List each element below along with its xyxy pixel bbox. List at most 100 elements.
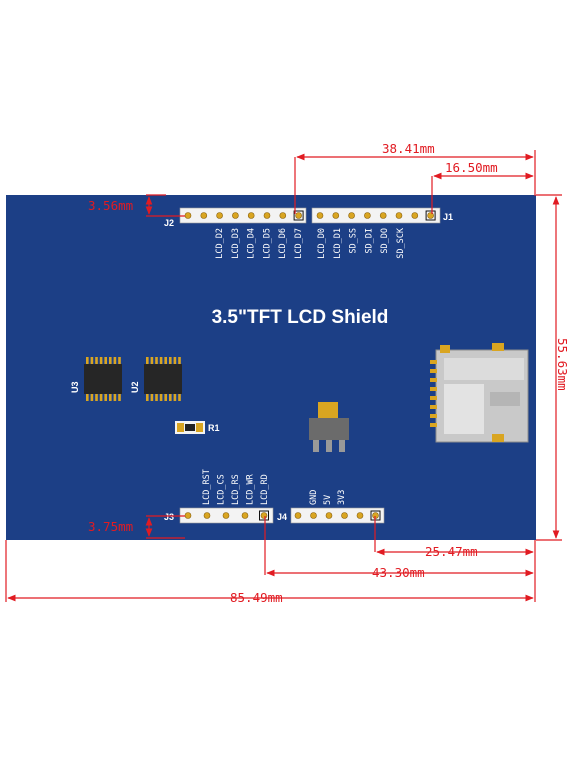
header-j4-pin-label: 3V3 [337,490,347,505]
dim-85-49-label: 85.49mm [230,590,283,605]
header-j2-pin [295,212,302,219]
header-j1-pin-label: LCD_D0 [317,228,327,259]
header-j1-pin-label: SD_DO [380,228,390,254]
header-j2-pin [279,212,287,219]
chip-u2-leg [150,357,154,364]
resistor-r1-label: R1 [208,423,220,433]
chip-u3-leg [90,357,94,364]
header-j2-pin [216,212,223,219]
chip-u3-leg [104,394,107,401]
chip-u3-leg [99,394,103,401]
header-j3-pin [260,512,268,519]
sd-card-contact [430,423,437,427]
header-j3-pin-label: LCD_RST [202,469,212,505]
header-j3-pin-label: LCD_CS [217,474,227,505]
chip-u2-leg [173,357,177,364]
sd-card-contact [430,387,437,391]
chip-u2-leg [150,394,154,401]
header-j1-pin-marker [425,210,436,221]
header-j1-pin-label: SD_SS [349,228,359,254]
board-title: 3.5"TFT LCD Shield [212,307,389,328]
header-j2-pin-label: LCD_D7 [294,228,304,259]
header-j4-pin [356,512,364,519]
header-j4-pin [341,512,348,519]
chip-u2-leg [173,394,177,401]
chip-u3-leg [118,357,121,364]
header-j4-label: J4 [277,512,287,522]
header-j1-pin [411,212,419,219]
chip-u3-leg [109,394,112,401]
chip-u2-leg [159,394,163,401]
header-j2-pin-label: LCD_D2 [215,228,225,259]
resistor-r1: R1 [175,421,220,434]
header-j2-pin-label: LCD_D4 [247,228,257,259]
dimension-lines [5,150,562,602]
chip-u2-leg [164,357,167,364]
header-j3-pin [203,512,211,519]
header-j1-pin [379,212,387,219]
sd-card-contact [430,396,437,400]
header-j2-pin [200,212,208,219]
chip-u2-leg [169,357,172,364]
header-j1-pin [316,212,324,219]
dim-55-63-label: 55.63mm [555,338,570,391]
chip-u3-leg [95,357,98,364]
header-j2-pin-label: LCD_D3 [231,228,241,259]
header-j2-pin [184,212,192,219]
chip-u3-leg [90,394,94,401]
sd-card-contact [430,405,437,409]
header-j3-pin-label: LCD_RD [260,474,270,505]
header-j3-pin [222,512,230,519]
dim-38-41-label: 38.41mm [382,141,435,156]
header-j2-label: J2 [164,218,174,228]
sd-card-contact [430,369,437,373]
chip-u3-leg [99,357,103,364]
chip-u2-leg [155,394,158,401]
dim-16-50-label: 16.50mm [445,160,498,175]
header-j2-pin-label: LCD_D6 [278,228,288,259]
dim-3-56-label: 3.56mm [88,198,133,213]
header-j3-pin-label: LCD_WR [246,473,256,505]
chip-u3-leg [113,357,117,364]
chip-u2-leg [146,394,149,401]
chip-u2-leg [178,357,181,364]
chip-u2-leg [146,357,149,364]
header-j4-pin [310,512,317,519]
voltage-regulator [309,402,349,452]
dim-25-47-label: 25.47mm [425,544,478,559]
header-j3-pin-marker [259,510,269,521]
header-j1-pin-label: LCD_D1 [333,228,343,259]
header-j4-pin [325,512,333,519]
chip-u3-leg [113,394,117,401]
chip-u3-label: U3 [70,381,80,393]
header-j1-pin [427,212,434,219]
sd-card-slot [430,343,529,443]
chip-u3-leg [109,357,112,364]
header-j4-pin-label: GND [309,490,319,505]
header-j2: J2 LCD_D2 LCD_D3 LCD_D4 LCD_D5 LCD_D6 LCD_D7 [164,207,307,259]
header-j3-label: J3 [164,512,174,522]
chip-u3-leg [104,357,107,364]
chip-u2-leg [155,357,158,364]
chip-u3-leg [86,357,89,364]
header-j1-pin [395,212,403,219]
dim-3-75-label: 3.75mm [88,519,133,534]
header-j1-pin [364,212,371,219]
chip-u2-leg [164,394,167,401]
sd-card-contact [430,414,437,418]
chip-u2: U2 [130,357,182,401]
header-j3-pin [241,512,249,519]
header-j4-pin [294,512,302,519]
sd-card-contact [430,378,437,382]
chip-u2-leg [169,394,172,401]
header-j1-label: J1 [443,212,453,222]
header-j1-pin-label: SD_DI [364,228,374,254]
header-j1-pin [332,212,340,219]
chip-u3-leg [95,394,98,401]
header-j3-pin [184,512,192,519]
header-j2-pin [247,212,255,219]
header-j2-pin-label: LCD_D5 [262,228,272,259]
chip-u3: U3 [70,357,122,401]
